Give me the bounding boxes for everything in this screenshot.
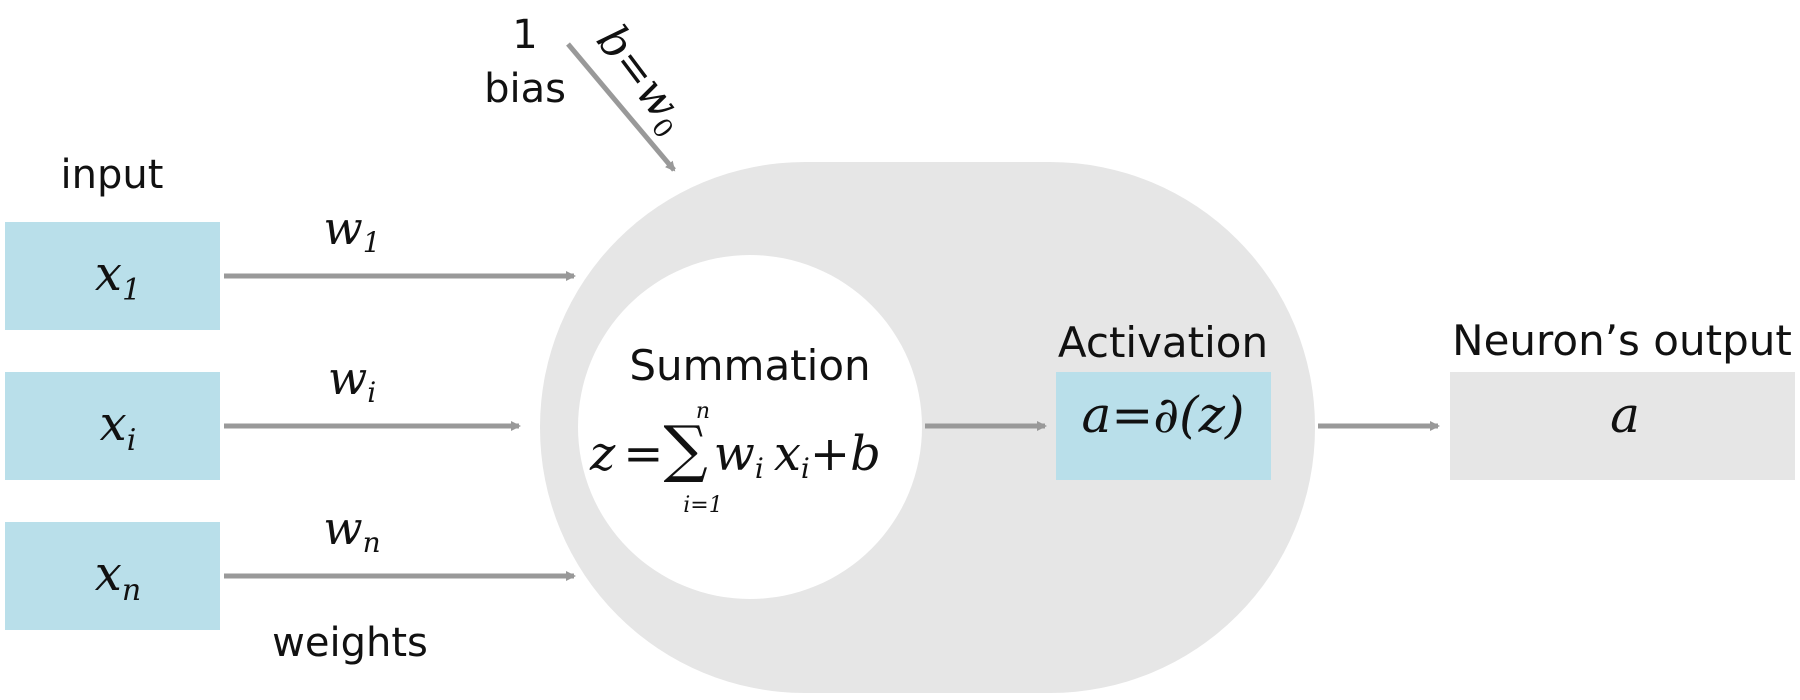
input-label: input (61, 152, 164, 198)
summation-upper-limit: n (696, 399, 710, 424)
summation-label: Summation (629, 341, 870, 390)
output-symbol: a (1610, 386, 1640, 444)
input-box-xn (5, 522, 220, 630)
weight-label-w1: w1 (323, 201, 380, 259)
weight-label-wi: wi (328, 351, 376, 409)
bias-one-label: 1 (512, 12, 537, 58)
output-box (1450, 372, 1795, 480)
bias-label: bias (484, 66, 566, 112)
weight-label-wn: wn (323, 501, 380, 559)
summation-lower-limit: i=1 (683, 493, 722, 518)
input-symbol-xi: xi (100, 396, 137, 458)
input-box-x1 (5, 222, 220, 330)
summation-circle (578, 255, 922, 599)
input-symbol-xn: xn (95, 546, 141, 608)
activation-formula: a=∂(z) (1082, 386, 1245, 444)
output-label: Neuron’s output (1452, 316, 1792, 365)
activation-label: Activation (1058, 318, 1268, 367)
activation-box (1056, 372, 1271, 480)
input-box-xi (5, 372, 220, 480)
input-symbol-x1: x1 (95, 246, 141, 308)
arrow-diagonal-icon (566, 42, 676, 172)
weights-label: weights (272, 620, 428, 666)
